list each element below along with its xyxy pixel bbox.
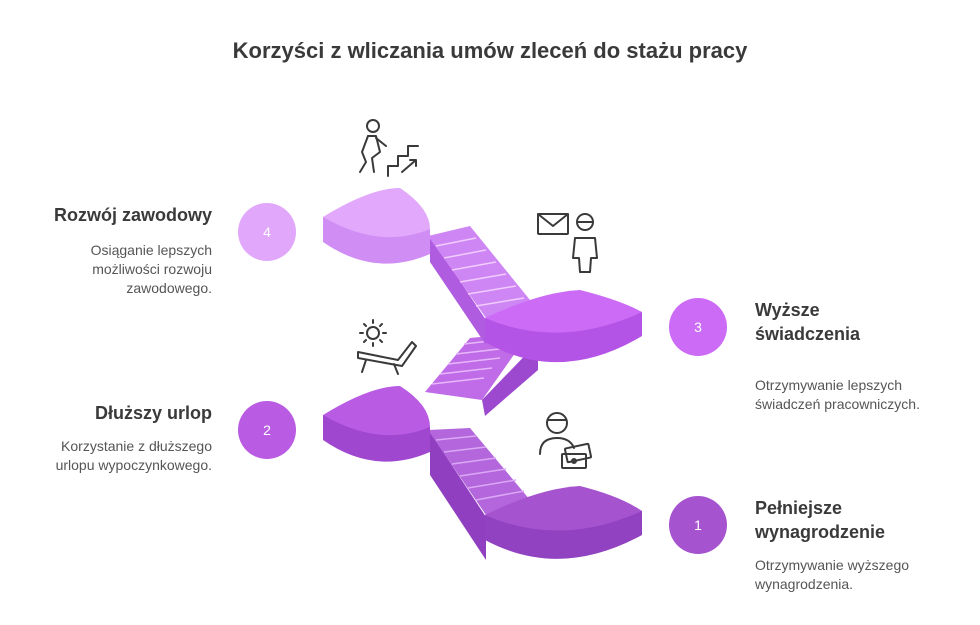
page-title: Korzyści z wliczania umów zleceń do staż… (232, 38, 748, 63)
platform-1 (485, 486, 642, 559)
step-2-heading: Dłuższy urlop (94, 403, 212, 423)
step-1-description: Otrzymywanie wyższego wynagrodzenia. (755, 557, 910, 592)
step-4-description: Osiąganie lepszych możliwości rozwoju za… (90, 242, 212, 296)
step-2-description: Korzystanie z dłuższego urlopu wypoczynk… (55, 438, 212, 473)
step-4-badge: 4 (238, 203, 296, 261)
stairs-2-to-1 (428, 428, 530, 560)
step-1-badge: 1 (669, 496, 727, 554)
step-4-heading: Rozwój zawodowy (53, 205, 212, 225)
step-2-badge: 2 (238, 401, 296, 459)
mail-person-icon (537, 213, 598, 273)
step-3-description: Otrzymywanie lepszych świadczeń pracowni… (755, 377, 920, 412)
step-1-heading: Pełniejsze wynagrodzenie (755, 498, 886, 542)
stairs-4-to-3 (428, 226, 530, 345)
platform-2 (323, 386, 430, 462)
sunbed-icon (357, 319, 417, 375)
worker-money-icon (539, 412, 593, 469)
climbing-stairs-icon (359, 119, 419, 177)
platform-4 (323, 188, 430, 264)
platform-3 (485, 290, 642, 363)
step-3-badge: 3 (669, 298, 727, 356)
step-3-heading: Wyższe świadczenia (755, 300, 861, 344)
